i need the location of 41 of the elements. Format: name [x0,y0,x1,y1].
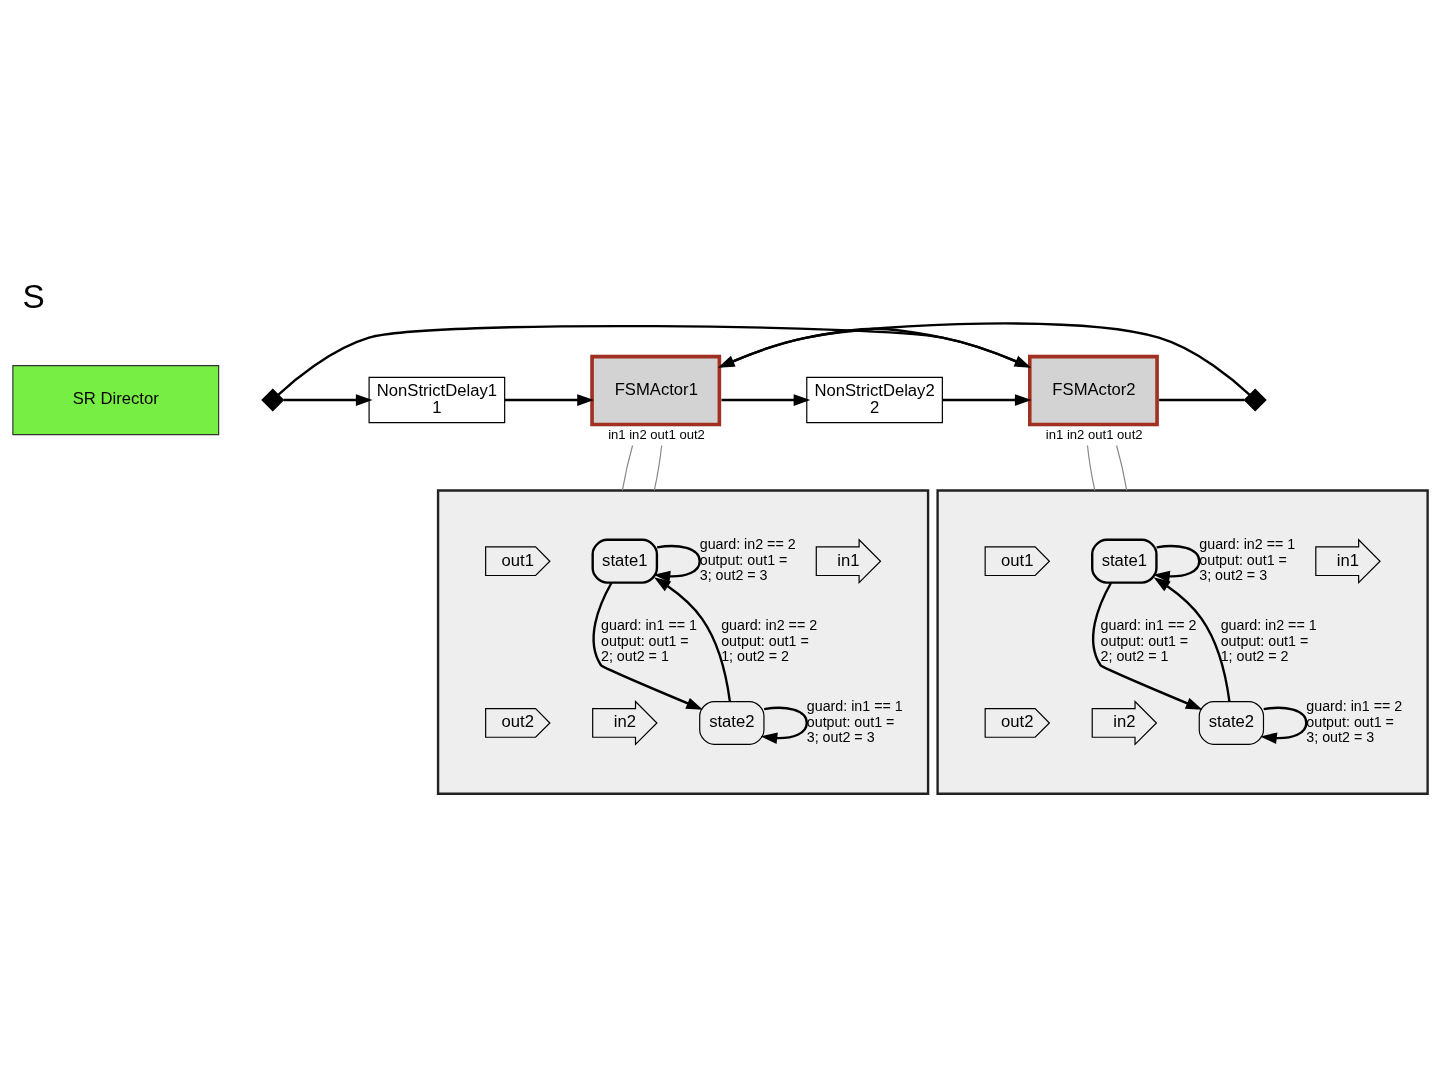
edge-label: guard: in2 == 1 output: out1 = 1; out2 = 2 [1220,616,1317,664]
arrow [721,393,811,406]
edge-label: guard: in1 == 1 output: out1 = 3; out2 = 3 [806,697,903,745]
connector [1086,444,1096,491]
node-label: in1 in2 out1 out2 [1045,426,1143,442]
arrow [760,706,808,744]
edge-label: guard: in1 == 1 output: out1 = 2; out2 = 1 [601,616,697,664]
node-box: state2 [699,700,765,745]
node-box: NonStrictDelay2 2 [806,376,943,423]
edge-label: guard: in1 == 2 output: out1 = 2; out2 = 1 [1100,616,1197,664]
arrow [653,576,732,702]
connector [1116,444,1128,491]
arrow [592,581,703,710]
arrow [1153,544,1201,582]
cluster [936,488,1429,795]
diagram-title: S [22,277,45,315]
node-box: NonStrictDelay1 1 [368,376,506,423]
edge-label: guard: in2 == 2 output: out1 = 3; out2 = 3 [699,535,796,583]
edge-label: guard: in2 == 1 output: out1 = 3; out2 = 3 [1199,535,1296,583]
node-box: state2 [1198,700,1265,745]
node-diamond [261,388,285,412]
arrow [942,393,1032,406]
arrow [1260,706,1308,744]
arrow [653,544,701,582]
arrow [283,393,373,406]
node-box: state1 [1091,538,1158,584]
cluster [436,488,930,795]
connector [621,444,634,491]
connector [653,444,663,491]
arrow [717,321,1251,396]
edge-label: guard: in1 == 2 output: out1 = 3; out2 = 3 [1306,697,1403,745]
arrow [1153,576,1231,702]
edge-label: guard: in2 == 2 output: out1 = 1; out2 = 2 [721,616,818,664]
node-label: in1 in2 out1 out2 [608,426,705,442]
node-box: SR Director [12,364,220,435]
node-diamond [1243,388,1267,412]
node-box: state1 [591,538,659,584]
connector [1159,398,1245,401]
arrow [1092,581,1203,710]
connector [277,324,1029,396]
arrow [504,393,594,406]
